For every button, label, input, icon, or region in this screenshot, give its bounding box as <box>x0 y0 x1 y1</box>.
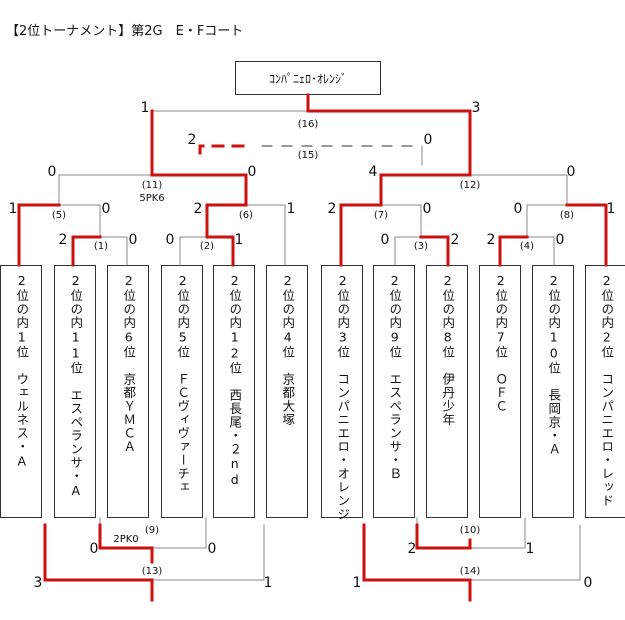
match-number: (7) <box>374 210 388 221</box>
team-name: 2位の内9位 エスペランサ・Ｂ <box>387 273 403 481</box>
team-name: 2位の内10位 長岡京・Ａ <box>546 273 562 456</box>
match-number: (9) <box>145 525 159 536</box>
match-number: (15) <box>298 150 319 161</box>
score: 2 <box>188 132 197 148</box>
score: 0 <box>584 575 593 591</box>
score: 0 <box>567 164 576 180</box>
match-number: (8) <box>560 210 574 221</box>
score: 1 <box>9 201 18 217</box>
score: 1 <box>141 100 150 116</box>
match-number: (6) <box>239 210 253 221</box>
team-box: 2位の内5位 ＦＣヴィヴァーチェ <box>161 265 203 518</box>
team-box: 2位の内6位 京都ＹＭＣＡ <box>107 265 149 518</box>
team-name: 2位の内5位 ＦＣヴィヴァーチェ <box>175 273 191 494</box>
team-name: 2位の内6位 京都ＹＭＣＡ <box>121 273 137 454</box>
team-box: 2位の内8位 伊丹少年 <box>426 265 468 518</box>
score: 1 <box>353 575 362 591</box>
score: 0 <box>48 164 57 180</box>
team-name: 2位の内2位 コンパニエロ・レッド <box>599 273 615 508</box>
score: 2 <box>59 232 68 248</box>
score: 1 <box>235 232 244 248</box>
score: 1 <box>526 541 535 557</box>
score: 0 <box>90 541 99 557</box>
match-number: (13) <box>142 566 163 577</box>
team-box: 2位の内12位 西長尾・２nd <box>213 265 255 518</box>
match-number: (5) <box>52 210 66 221</box>
score: 0 <box>514 201 523 217</box>
score: 2 <box>408 541 417 557</box>
score: 3 <box>34 575 43 591</box>
match-number: (2) <box>200 241 214 252</box>
team-box: 2位の内7位 ＯＦＣ <box>479 265 521 518</box>
score: 0 <box>381 232 390 248</box>
score: 2 <box>451 232 460 248</box>
score: 1 <box>287 201 296 217</box>
team-name: 2位の内4位 京都大塚 <box>280 273 296 427</box>
score: 0 <box>166 232 175 248</box>
score: 2 <box>487 232 496 248</box>
team-name: 2位の内12位 西長尾・２nd <box>227 273 243 488</box>
match-number: (10) <box>460 525 481 536</box>
score: 0 <box>248 164 257 180</box>
pk-note: 5PK6 <box>139 193 164 204</box>
team-name: 2位の内3位 コンパニエロ・オレンジ <box>335 273 351 521</box>
team-name: 2位の内8位 伊丹少年 <box>440 273 456 427</box>
score: 3 <box>472 100 481 116</box>
team-box: 2位の内9位 エスペランサ・Ｂ <box>373 265 415 518</box>
champion-name: ｺﾝﾊﾟﾆｪﾛ･ｵﾚﾝｼﾞ <box>268 71 347 86</box>
match-number: (16) <box>298 119 319 130</box>
team-box: 2位の内1位 ウェルネス・A <box>0 265 42 518</box>
score: 0 <box>424 132 433 148</box>
score: 0 <box>556 232 565 248</box>
score: 2 <box>328 201 337 217</box>
match-number: (1) <box>94 241 108 252</box>
match-number: (14) <box>460 566 481 577</box>
score: 0 <box>102 201 111 217</box>
team-box: 2位の内3位 コンパニエロ・オレンジ <box>321 265 363 521</box>
score: 0 <box>208 541 217 557</box>
team-box: 2位の内10位 長岡京・Ａ <box>532 265 574 518</box>
page-title: 【2位トーナメント】第2G E・Fコート <box>6 24 244 39</box>
team-box: 2位の内4位 京都大塚 <box>266 265 308 518</box>
team-name: 2位の内11位 エスペランサ・A <box>68 273 84 499</box>
score: 2 <box>194 201 203 217</box>
match-number: (12) <box>460 180 481 191</box>
champion-box: ｺﾝﾊﾟﾆｪﾛ･ｵﾚﾝｼﾞ <box>235 61 381 95</box>
score: 0 <box>423 201 432 217</box>
match-number: (3) <box>414 241 428 252</box>
match-number: (11) <box>142 180 163 191</box>
score: 0 <box>129 232 138 248</box>
pk-note: 2PK0 <box>113 534 138 545</box>
team-box: 2位の内11位 エスペランサ・A <box>54 265 96 518</box>
score: 4 <box>369 164 378 180</box>
match-number: (4) <box>520 241 534 252</box>
team-box: 2位の内2位 コンパニエロ・レッド <box>585 265 625 518</box>
score: 1 <box>607 201 616 217</box>
team-name: 2位の内7位 ＯＦＣ <box>493 273 509 413</box>
score: 1 <box>264 575 273 591</box>
team-name: 2位の内1位 ウェルネス・A <box>14 273 30 470</box>
